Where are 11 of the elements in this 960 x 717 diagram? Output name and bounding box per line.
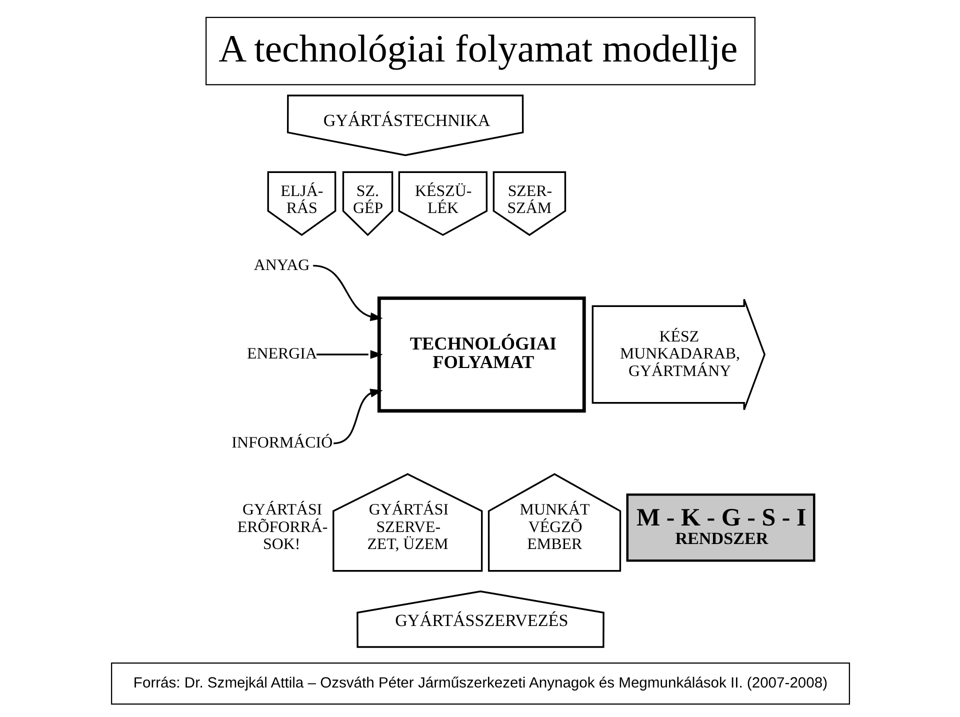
label: GYÁRTÁSI ERÕFORRÁ- SOK!	[236, 502, 328, 553]
node-text: ENERGIA	[246, 346, 316, 363]
node-box: TECHNOLÓGIAI FOLYAMAT	[376, 296, 586, 413]
arrow	[333, 388, 382, 444]
diagram-title: A technológiai folyamat modellje	[218, 28, 738, 71]
node-text: INFORMÁCIÓ	[231, 434, 332, 452]
node-box: M - K - G - S - I RENDSZER	[626, 493, 815, 562]
caption: Forrás: Dr. Szmejkál Attila – Ozsváth Péter Járműszerkezeti Anynagok és Megmunkálások II. (2007-2008)	[132, 675, 828, 692]
node-text: ANYAG	[253, 256, 310, 274]
arrow	[312, 264, 382, 322]
arrow	[316, 350, 382, 359]
